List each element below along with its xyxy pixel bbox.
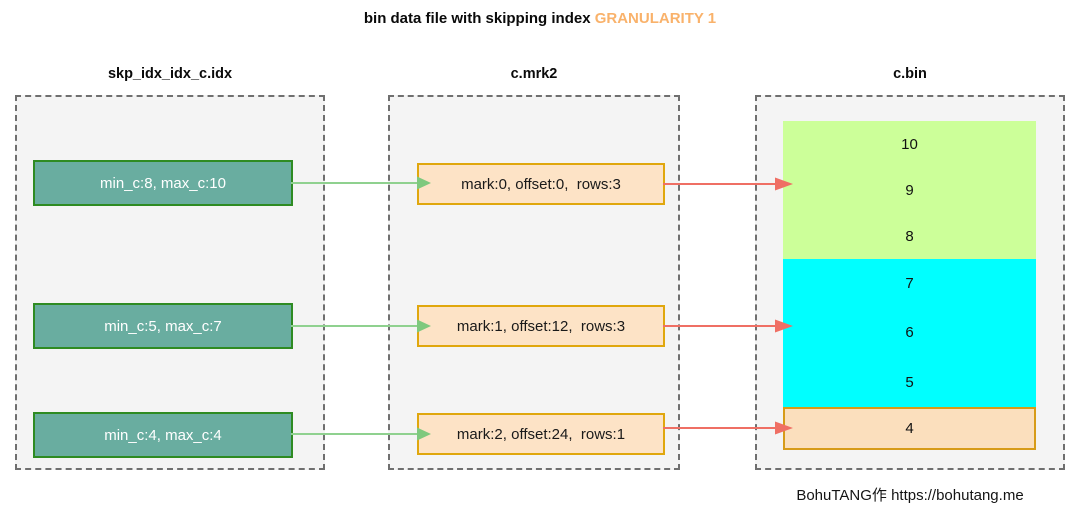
bin-value: 5	[905, 373, 914, 391]
column-header-c-bin: c.bin	[893, 66, 927, 82]
arrow-index-to-mark	[291, 319, 431, 333]
mark-row[interactable]: mark:0, offset:0, rows:3	[417, 163, 665, 205]
index-granule-row[interactable]: min_c:5, max_c:7	[33, 303, 293, 349]
arrow-mark-to-bin	[663, 319, 793, 333]
arrow-index-to-mark	[291, 176, 431, 190]
mark-row[interactable]: mark:1, offset:12, rows:3	[417, 305, 665, 347]
page-title-main: bin data file with skipping index	[363, 10, 595, 27]
bin-block-granule-1: 7 6 5	[783, 259, 1036, 407]
index-granule-row[interactable]: min_c:8, max_c:10	[33, 160, 293, 206]
index-granule-row[interactable]: min_c:4, max_c:4	[33, 412, 293, 458]
bin-value: 8	[905, 227, 914, 245]
file-container-skp-idx	[15, 95, 325, 470]
page-title: bin data file with skipping index GRANUL…	[0, 10, 1080, 27]
bin-block-granule-2: 4	[783, 407, 1036, 450]
column-header-c-mrk2: c.mrk2	[510, 66, 558, 82]
bin-value: 6	[905, 324, 914, 342]
arrow-index-to-mark	[291, 427, 431, 441]
column-header-skp-idx: skp_idx_idx_c.idx	[107, 66, 233, 82]
arrow-mark-to-bin	[663, 177, 793, 191]
file-container-c-mrk2	[388, 95, 680, 470]
bin-value: 4	[905, 420, 914, 437]
bin-value: 9	[905, 181, 914, 199]
bin-block-granule-0: 10 9 8	[783, 121, 1036, 259]
arrow-mark-to-bin	[663, 421, 793, 435]
footer-credit: BohuTANG作 https://bohutang.me	[796, 487, 1024, 504]
page-title-granularity: GRANULARITY 1	[594, 10, 717, 27]
bin-value: 10	[901, 135, 918, 153]
bin-value: 7	[905, 275, 914, 293]
mark-row[interactable]: mark:2, offset:24, rows:1	[417, 413, 665, 455]
